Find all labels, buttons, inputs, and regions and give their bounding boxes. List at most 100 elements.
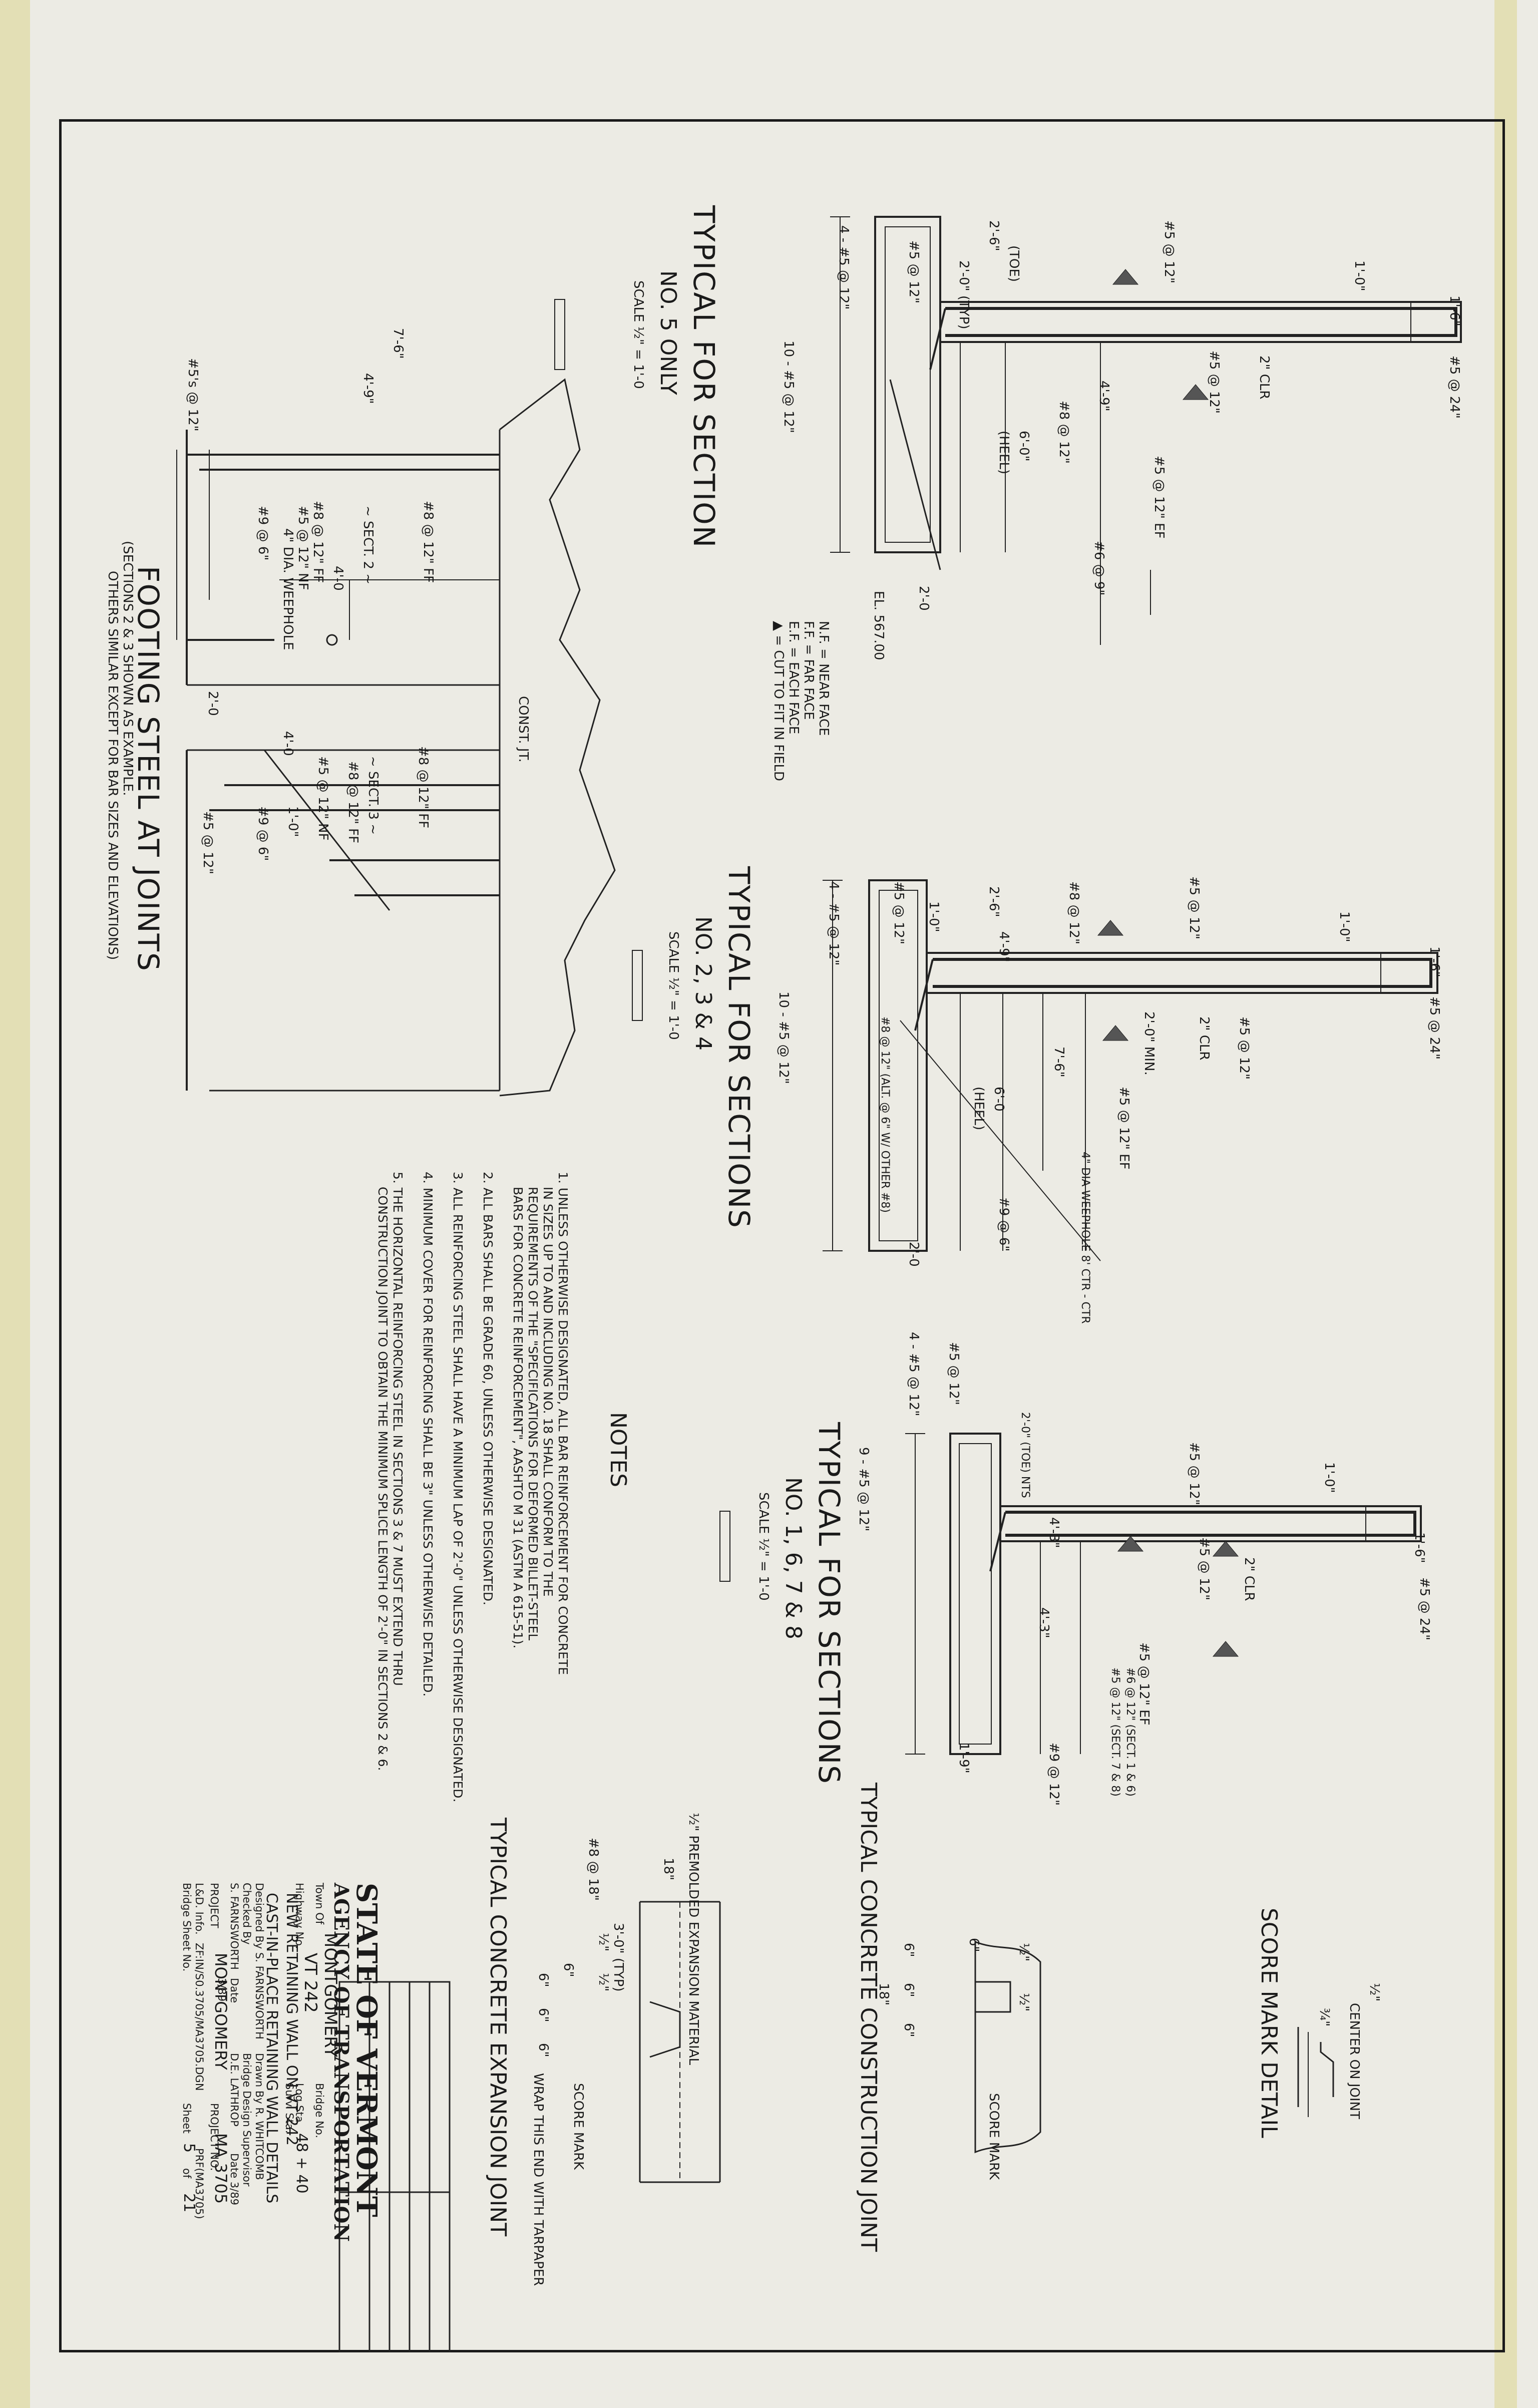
section-5-title: TYPICAL FOR SECTION (687, 205, 721, 549)
cj-dim-a: 6" (901, 1943, 916, 1957)
s5-bar-6: #6 @ 9" (1091, 541, 1106, 596)
section-234-title: TYPICAL FOR SECTIONS (722, 866, 756, 1229)
footing-dim-20: 2'-0 (205, 691, 220, 716)
s1678-bar-top: #5 @ 24" (1417, 1577, 1432, 1640)
section-1678-subtitle: NO. 1, 6, 7 & 8 (781, 1477, 806, 1639)
paper-edge-left (0, 0, 30, 2408)
cj-dim-c: 6" (901, 2023, 916, 2037)
s5-bar-ef: #5 @ 12" EF (1151, 456, 1167, 539)
footing-dim-76: 7'-6" (391, 328, 406, 359)
tb-hwy: VT 242 (300, 1953, 320, 2013)
ej-dim-b: 6" (536, 2008, 551, 2022)
s5-bar-8: #8 @ 12" (1056, 401, 1071, 464)
note-1b: IN SIZES UP TO AND INCLUDING NO. 18 SHAL… (541, 1187, 555, 1597)
section-234-wall (823, 879, 1438, 1261)
s1678-bar-6: #6 @ 12" (SECT. 1 & 6) (1124, 1667, 1136, 1797)
note-1d: BARS FOR CONCRETE REINFORCEMENT", AASHTO… (511, 1187, 525, 1649)
s234-toe: 2'-6" (986, 886, 1001, 917)
section-1678-title: TYPICAL FOR SECTIONS (812, 1422, 846, 1785)
tb-project-label: PROJECT (208, 1883, 220, 1928)
expansion-joint-title: TYPICAL CONCRETE EXPANSION JOINT (485, 1818, 511, 2237)
section-234-subtitle: NO. 2, 3 & 4 (690, 916, 716, 1051)
footing-construction-joint: CONST. JT. (516, 696, 531, 763)
tb-checked: Checked By (241, 1883, 253, 1945)
footing-steel-detail (176, 378, 616, 1097)
footing-subtitle-1: (SECTIONS 2 & 3 SHOWN AS EXAMPLE. (120, 541, 135, 796)
tb-of: of (181, 2168, 193, 2179)
footing-nf-1: #5 @ 12" NF (295, 506, 310, 590)
footing-ff-3: #8 @ 12" FF (416, 746, 431, 829)
cj-width: 18" (876, 1983, 891, 2006)
s1678-bar-toe: #5 @ 12" (946, 1342, 961, 1405)
note-4: 4. MINIMUM COVER FOR REINFORCING SHALL B… (421, 1172, 435, 1697)
s234-alt-bar: #8 @ 12" (ALT. @ 6" W/ OTHER #8) (879, 1016, 891, 1213)
ej-dim-a: 6" (536, 1973, 551, 1987)
s1678-dim-43a: 4'-3" (1046, 1517, 1061, 1548)
ej-depth: 6" (561, 1963, 576, 1977)
ej-typ: 3'-0" (TYP) (611, 1923, 626, 1992)
footing-dim-49: 4'-9" (360, 373, 375, 404)
tb-bridge-sheet: Bridge Sheet No. (181, 1883, 193, 1972)
footing-title: FOOTING STEEL AT JOINTS (131, 566, 165, 972)
tb-town-label: Town Of (313, 1883, 325, 1925)
footing-weephole: 4" DIA. WEEPHOLE (280, 528, 295, 650)
cj-half-1: ½" (1016, 1943, 1031, 1962)
s5-bar-long: 10 - #5 @ 12" (781, 340, 796, 433)
s5-bar-top: #5 @ 24" (1447, 356, 1462, 419)
s1678-bar-ef: #5 @ 12" EF (1136, 1642, 1151, 1726)
tb-project-no: MA 3705 (211, 2133, 230, 2204)
tb-state: STATE OF VERMONT (350, 1883, 383, 2217)
s234-dim-76: 7'-6" (1051, 1047, 1066, 1078)
s1678-bar-face1: #5 @ 12" (1187, 1442, 1202, 1505)
footing-bar-s: #5's @ 12" (185, 358, 200, 432)
s5-bar-bottom: 4 - #5 @ 12" (836, 225, 851, 310)
footing-sect-2: ~ SECT. 2 ~ (360, 506, 375, 585)
legend-far-face: F.F. = FAR FACE (801, 621, 816, 720)
s234-base: 2'-0 (906, 1242, 921, 1267)
cj-depth: 6" (966, 1938, 981, 1952)
s234-bar-bottom: 4 - #5 @ 12" (826, 881, 841, 966)
scale-bars (554, 299, 730, 1582)
ej-dim-c: 6" (536, 2043, 551, 2057)
notes-title: NOTES (605, 1412, 631, 1488)
ej-wrap-note: WRAP THIS END WITH TARPAPER (531, 2073, 546, 2286)
ej-material: ½" PREMOLDED EXPANSION MATERIAL (686, 1813, 701, 2066)
legend-each-face: E.F. = EACH FACE (786, 621, 801, 735)
footing-subtitle-2: OTHERS SIMILAR EXCEPT FOR BAR SIZES AND … (105, 571, 120, 960)
s234-bar-9: #9 @ 6" (996, 1197, 1011, 1252)
legend-near-face: N.F. = NEAR FACE (816, 621, 831, 736)
note-2: 2. ALL BARS SHALL BE GRADE 60, UNLESS OT… (481, 1172, 495, 1605)
s5-heel-label: (HEEL) (996, 431, 1011, 475)
tb-town: MONTGOMERY (320, 1933, 340, 2057)
section-1678-wall (905, 1433, 1422, 1755)
tb-drawn: Drawn By R. WHITCOMB (253, 2053, 265, 2180)
note-1a: 1. UNLESS OTHERWISE DESIGNATED, ALL BAR … (556, 1172, 570, 1675)
ej-bar: #8 @ 18" (586, 1838, 601, 1901)
s5-top-width: 1'-0" (1352, 260, 1367, 291)
tb-file-label: L&D. Info. (193, 1883, 205, 1935)
s5-dim-49: 4'-9" (1096, 381, 1111, 412)
footing-dim-10: 1'-0" (285, 806, 300, 837)
s234-heel-label: (HEEL) (971, 1087, 986, 1131)
legend-cut-to-fit: ▲ = CUT TO FIT IN FIELD (771, 621, 786, 781)
footing-ff-2: #8 @ 12" FF (310, 501, 325, 583)
s5-toe-typ: 2'-0" (TYP) (956, 260, 971, 329)
footing-sect-3: ~ SECT. 3 ~ (365, 756, 380, 835)
section-234-scale: SCALE ½" = 1'-0 (666, 931, 681, 1040)
s1678-bar-5: #5 @ 12" (SECT. 7 & 8) (1109, 1667, 1121, 1797)
s5-cap: 1'-6" (1447, 295, 1462, 326)
s5-toe-label: (TOE) (1006, 245, 1021, 282)
s5-clear: 2" CLR (1257, 356, 1272, 400)
s1678-clear: 2" CLR (1242, 1557, 1257, 1601)
score-three-quarter: ¾" (1317, 2008, 1332, 2027)
paper-edge-right (1494, 0, 1517, 2408)
note-5a: 5. THE HORIZONTAL REINFORCING STEEL IN S… (391, 1172, 405, 1686)
cj-dim-b: 6" (901, 1983, 916, 1997)
drawing-linework (176, 216, 1462, 2352)
footing-dim-40a: 4'-0 (330, 566, 345, 591)
ej-half-2: ½" (596, 1973, 611, 1992)
tb-bds: Bridge Design Supervisor (241, 2053, 253, 2187)
section-5-wall (830, 216, 1462, 645)
footing-dim-40b: 4'-0 (280, 731, 295, 756)
note-5b: CONSTRUCTION JOINT TO OBTAIN THE MINIMUM… (375, 1187, 390, 1771)
